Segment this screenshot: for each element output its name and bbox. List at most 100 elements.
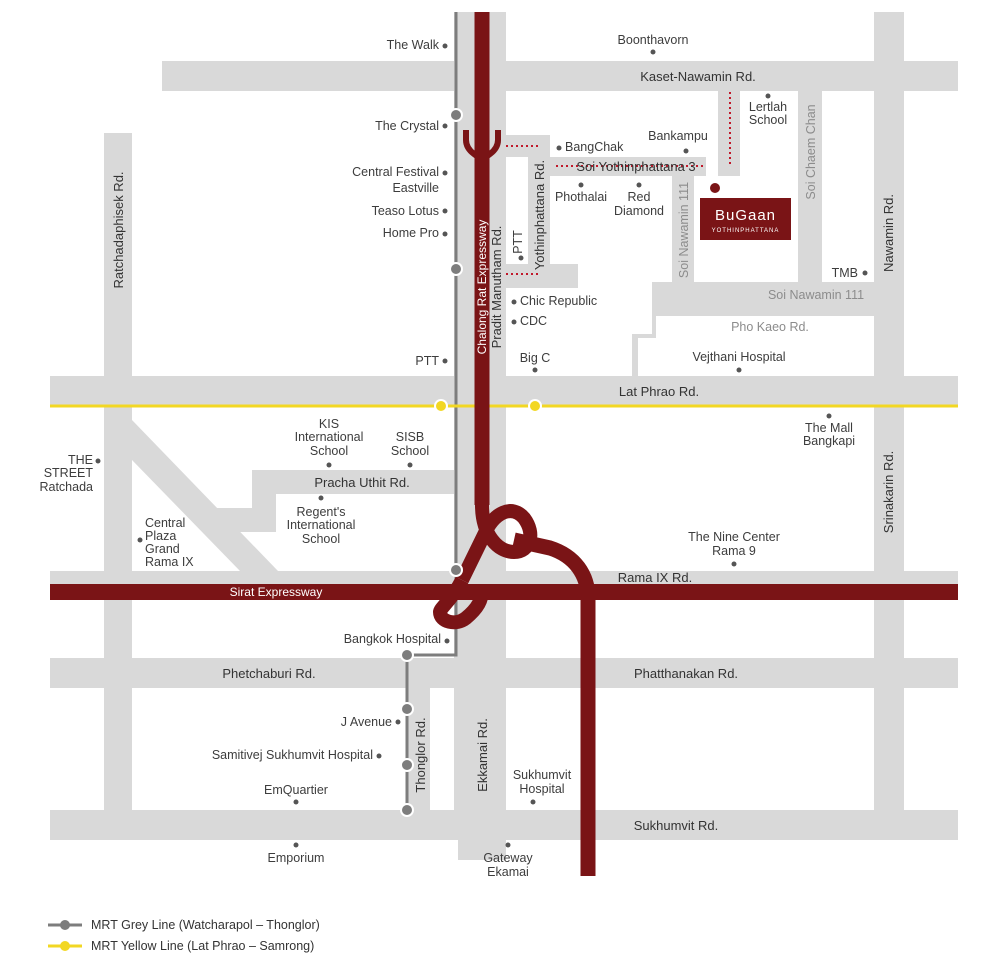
poi-dot bbox=[511, 319, 517, 325]
poi-dot bbox=[578, 182, 584, 188]
label-phetchaburi: Phetchaburi Rd. bbox=[222, 666, 315, 681]
place-teaso-lotus: Teaso Lotus bbox=[372, 204, 439, 218]
label-pracha-uthit: Pracha Uthit Rd. bbox=[314, 475, 409, 490]
place-central-plaza-3: Grand bbox=[145, 542, 180, 556]
place-sisb-2: School bbox=[391, 444, 429, 458]
place-chic-republic: Chic Republic bbox=[520, 294, 597, 308]
legend-grey-label: MRT Grey Line (Watcharapol – Thonglor) bbox=[91, 918, 320, 932]
grey-station bbox=[449, 563, 463, 577]
place-ptt-mid: PTT bbox=[511, 230, 525, 254]
yellow-station bbox=[434, 399, 448, 413]
poi-dot bbox=[862, 270, 868, 276]
grey-stations bbox=[400, 108, 463, 817]
bugaan-location-dot bbox=[710, 183, 720, 193]
poi-dot bbox=[293, 799, 299, 805]
place-cdc: CDC bbox=[520, 314, 547, 328]
place-boonthavorn: Boonthavorn bbox=[618, 33, 689, 47]
road-soi-nawamin-111-v bbox=[672, 176, 694, 282]
mrt-grey-line bbox=[405, 12, 458, 810]
road-pracha-uthit bbox=[215, 470, 454, 532]
place-sisb: SISB bbox=[396, 430, 425, 444]
label-soi-chaem-chan: Soi Chaem Chan bbox=[804, 104, 818, 199]
legend-yellow-dot bbox=[60, 941, 70, 951]
label-soi-yothinphattana-3: Soi Yothinphattana 3 bbox=[576, 159, 695, 174]
place-dots bbox=[95, 43, 868, 848]
place-ptt-west: PTT bbox=[415, 354, 439, 368]
road-network bbox=[50, 12, 958, 860]
poi-dot bbox=[442, 43, 448, 49]
place-regents-3: School bbox=[302, 532, 340, 546]
place-emporium: Emporium bbox=[268, 851, 325, 865]
sirat-expressway-band bbox=[50, 584, 958, 600]
poi-dot bbox=[511, 299, 517, 305]
poi-dot bbox=[683, 148, 689, 154]
bugaan-marker[interactable]: BuGaan YOTHINPHATTANA bbox=[700, 183, 791, 240]
poi-dot bbox=[318, 495, 324, 501]
poi-dot bbox=[407, 462, 413, 468]
road-diagonal-ratchada bbox=[132, 420, 278, 571]
poi-dot bbox=[518, 255, 524, 261]
label-phatthanakan: Phatthanakan Rd. bbox=[634, 666, 738, 681]
place-lertlah: Lertlah bbox=[749, 100, 787, 114]
poi-dot bbox=[532, 367, 538, 373]
interchange-ramp-east bbox=[512, 532, 596, 876]
place-kis-3: School bbox=[310, 444, 348, 458]
place-regents: Regent's bbox=[297, 505, 346, 519]
legend-yellow-line: MRT Yellow Line (Lat Phrao – Samrong) bbox=[48, 939, 314, 953]
legend-grey-line: MRT Grey Line (Watcharapol – Thonglor) bbox=[48, 918, 320, 932]
label-sirat-expressway: Sirat Expressway bbox=[230, 585, 323, 599]
place-the-crystal: The Crystal bbox=[375, 119, 439, 133]
place-red-diamond-2: Diamond bbox=[614, 204, 664, 218]
label-ekkamai: Ekkamai Rd. bbox=[475, 718, 490, 792]
label-sukhumvit: Sukhumvit Rd. bbox=[634, 818, 719, 833]
poi-dot bbox=[95, 458, 101, 464]
road-labels: Kaset-Nawamin Rd. Soi Yothinphattana 3 L… bbox=[111, 69, 896, 833]
place-the-mall-2: Bangkapi bbox=[803, 434, 855, 448]
bugaan-sub: YOTHINPHATTANA bbox=[712, 228, 780, 234]
poi-dot bbox=[530, 799, 536, 805]
place-labels: The Walk The Crystal Central Festival Ea… bbox=[39, 33, 858, 879]
grey-station bbox=[400, 702, 414, 716]
place-sukhumvit-hospital-2: Hospital bbox=[519, 782, 564, 796]
place-kis-2: International bbox=[295, 430, 364, 444]
place-vejthani: Vejthani Hospital bbox=[692, 350, 785, 364]
road-kaset-nawamin bbox=[162, 61, 958, 91]
poi-dot bbox=[650, 49, 656, 55]
label-soi-nawamin-111-v: Soi Nawamin 111 bbox=[677, 182, 691, 278]
expressways bbox=[50, 12, 958, 876]
bugaan-name: BuGaan bbox=[715, 207, 776, 224]
legend-grey-dot bbox=[60, 920, 70, 930]
map-legend: MRT Grey Line (Watcharapol – Thonglor) M… bbox=[48, 918, 320, 953]
grey-station bbox=[400, 803, 414, 817]
label-chalong-rat: Chalong Rat Expressway bbox=[475, 220, 489, 355]
label-kaset-nawamin: Kaset-Nawamin Rd. bbox=[640, 69, 756, 84]
place-bangchak: BangChak bbox=[565, 140, 624, 154]
label-thonglor: Thonglor Rd. bbox=[413, 717, 428, 792]
road-soi-chaem-chan bbox=[798, 91, 822, 282]
poi-dot bbox=[442, 170, 448, 176]
place-gateway-ekamai: Gateway bbox=[483, 851, 533, 865]
poi-dot bbox=[636, 182, 642, 188]
poi-dot bbox=[444, 638, 450, 644]
place-sukhumvit-hospital: Sukhumvit bbox=[513, 768, 572, 782]
road-soi-nawamin-111-h bbox=[652, 282, 874, 310]
place-central-plaza-2: Plaza bbox=[145, 529, 176, 543]
poi-dot bbox=[326, 462, 332, 468]
place-gateway-ekamai-2: Ekamai bbox=[487, 865, 529, 879]
grey-station bbox=[400, 648, 414, 662]
label-nawamin: Nawamin Rd. bbox=[881, 194, 896, 272]
place-samitivej: Samitivej Sukhumvit Hospital bbox=[212, 748, 373, 762]
place-home-pro: Home Pro bbox=[383, 226, 439, 240]
label-yothinphattana: Yothinphattana Rd. bbox=[532, 160, 547, 270]
poi-dot bbox=[505, 842, 511, 848]
place-central-festival-2: Eastville bbox=[392, 181, 439, 195]
place-the-mall: The Mall bbox=[805, 421, 853, 435]
label-ratchadaphisek: Ratchadaphisek Rd. bbox=[111, 171, 126, 288]
dotted-connectors bbox=[506, 92, 731, 275]
road-yothinphattana bbox=[506, 135, 706, 288]
place-lertlah-2: School bbox=[749, 113, 787, 127]
place-bangkok-hospital: Bangkok Hospital bbox=[344, 632, 441, 646]
place-big-c: Big C bbox=[520, 351, 551, 365]
poi-dot bbox=[137, 537, 143, 543]
